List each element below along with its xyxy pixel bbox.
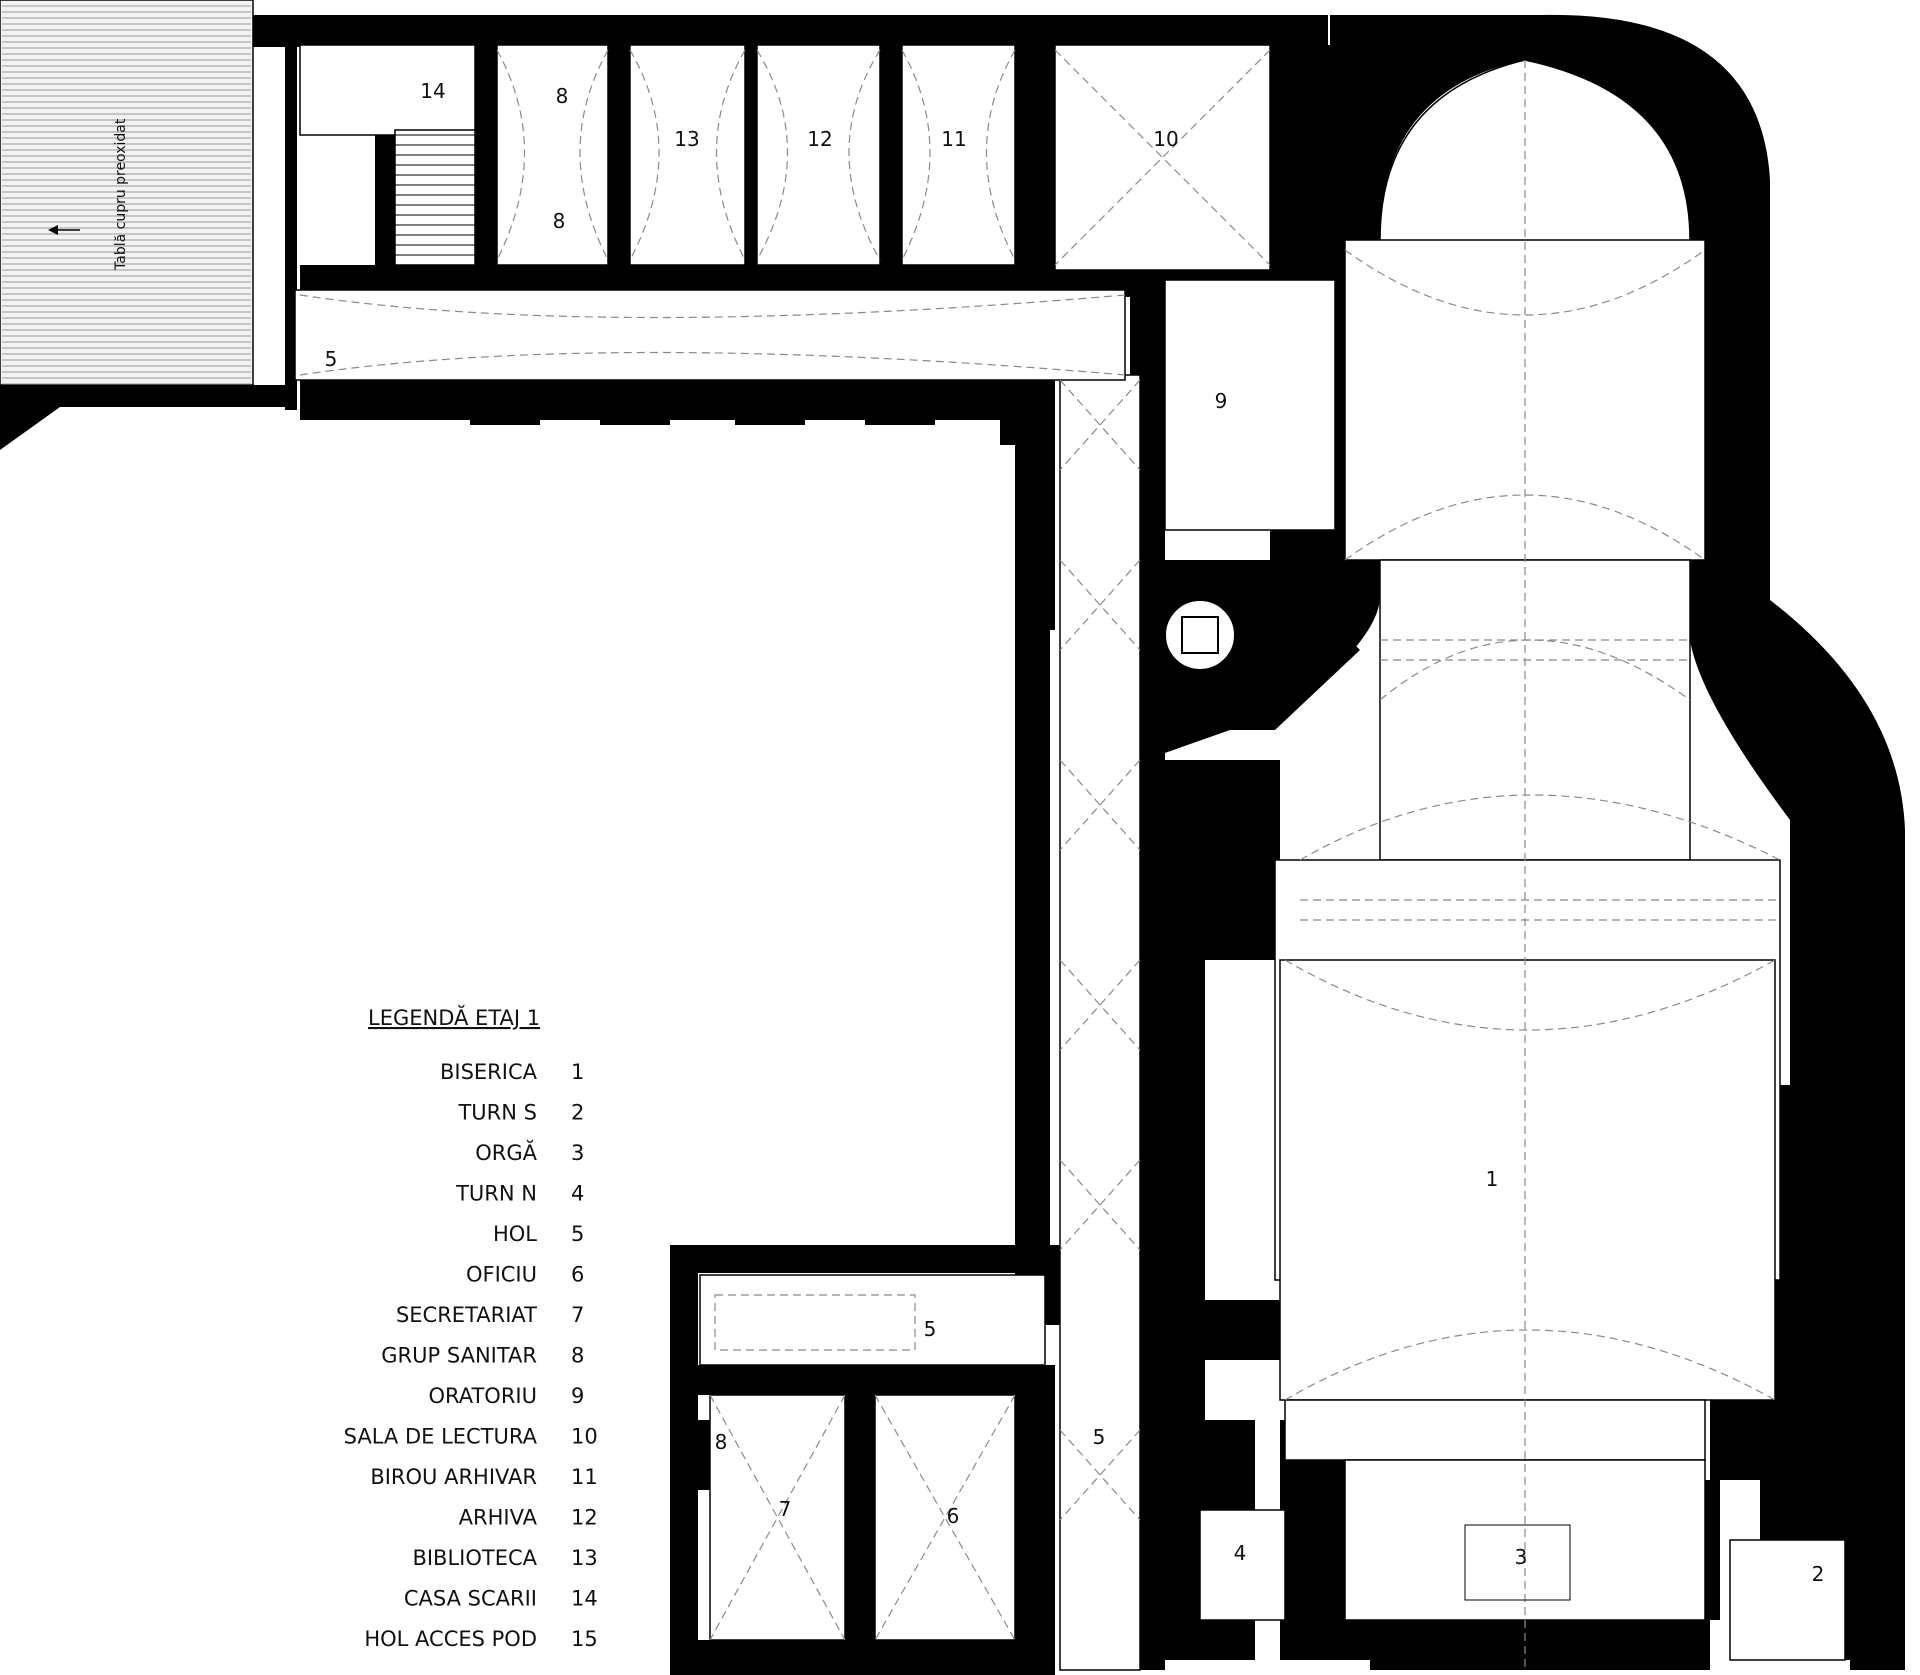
legend-item-name: TURN N bbox=[455, 1182, 537, 1206]
legend-item-number: 1 bbox=[571, 1060, 584, 1084]
legend-item-number: 11 bbox=[571, 1465, 598, 1489]
room-9: 9 bbox=[1215, 389, 1228, 413]
room-10: 10 bbox=[1153, 127, 1178, 151]
legend-item-number: 12 bbox=[571, 1506, 598, 1530]
legend-item-number: 4 bbox=[571, 1182, 584, 1206]
room-6: 6 bbox=[947, 1504, 960, 1528]
spiral-stair-core bbox=[1181, 616, 1219, 654]
legend-item-number: 8 bbox=[571, 1344, 584, 1368]
legend-item-number: 10 bbox=[571, 1425, 598, 1449]
legend-item-name: TURN S bbox=[457, 1101, 537, 1125]
room-4: 4 bbox=[1234, 1541, 1247, 1565]
legend-item-number: 13 bbox=[571, 1546, 598, 1570]
legend-item-number: 3 bbox=[571, 1141, 584, 1165]
room-7: 7 bbox=[779, 1497, 792, 1521]
legend-item-name: HOL bbox=[493, 1222, 537, 1246]
legend-item-number: 7 bbox=[571, 1303, 584, 1327]
room-5-hall-top: 5 bbox=[325, 347, 338, 371]
legend-item-name: SECRETARIAT bbox=[396, 1303, 537, 1327]
legend-item-name: SALA DE LECTURA bbox=[344, 1425, 538, 1449]
legend-item-name: ORATORIU bbox=[428, 1384, 537, 1408]
room-labels: 1 2 3 4 5 5 5 6 7 8 8 8 9 10 11 12 13 14 bbox=[325, 79, 1825, 1586]
staircase bbox=[394, 134, 476, 266]
roof-area: Tablă cupru preoxidat bbox=[0, 0, 290, 450]
legend-item-name: ARHIVA bbox=[459, 1506, 538, 1530]
organ-outline bbox=[1464, 1524, 1571, 1601]
legend-item-number: 5 bbox=[571, 1222, 584, 1246]
legend-item-number: 14 bbox=[571, 1587, 598, 1611]
room-8-top: 8 bbox=[556, 84, 569, 108]
legend-item-name: GRUP SANITAR bbox=[381, 1344, 537, 1368]
legend-item-name: ORGĂ bbox=[475, 1139, 537, 1165]
legend-item-number: 15 bbox=[571, 1627, 598, 1651]
room-3: 3 bbox=[1515, 1545, 1528, 1569]
legend-item-number: 9 bbox=[571, 1384, 584, 1408]
legend-title: LEGENDĂ ETAJ 1 bbox=[368, 1004, 540, 1030]
vault-lines bbox=[299, 49, 1781, 1670]
legend-item-number: 6 bbox=[571, 1263, 584, 1287]
legend-item-name: HOL ACCES POD bbox=[364, 1627, 537, 1651]
room-2: 2 bbox=[1812, 1562, 1825, 1586]
roof-note: Tablă cupru preoxidat bbox=[113, 118, 129, 271]
legend-item-name: CASA SCARII bbox=[404, 1587, 537, 1611]
room-14: 14 bbox=[420, 79, 445, 103]
room-11: 11 bbox=[941, 127, 966, 151]
legend-item-number: 2 bbox=[571, 1101, 584, 1125]
room-13: 13 bbox=[674, 127, 699, 151]
room-8-bottom: 8 bbox=[715, 1430, 728, 1454]
legend-item-name: BIBLIOTECA bbox=[412, 1546, 537, 1570]
room-12: 12 bbox=[807, 127, 832, 151]
legend-item-name: BIROU ARHIVAR bbox=[370, 1465, 537, 1489]
room-8-mid: 8 bbox=[553, 209, 566, 233]
legend-item-name: BISERICA bbox=[440, 1060, 538, 1084]
spiral-stair bbox=[1164, 599, 1236, 671]
arrow-head-icon bbox=[48, 225, 58, 235]
room-1: 1 bbox=[1486, 1167, 1499, 1191]
legend-item-name: OFICIU bbox=[466, 1263, 537, 1287]
room-5-corridor: 5 bbox=[1093, 1425, 1106, 1449]
room-5-hall-bottom: 5 bbox=[924, 1317, 937, 1341]
